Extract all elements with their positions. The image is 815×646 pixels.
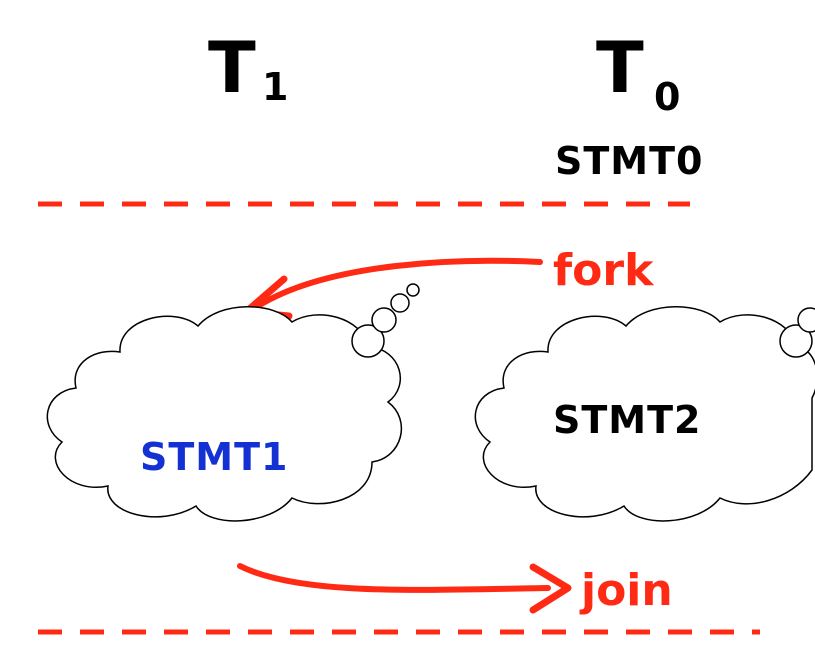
stmt0-label: STMT0 bbox=[555, 139, 703, 183]
thread-t1-subscript: 1 bbox=[262, 65, 288, 109]
thread-t1-letter: T bbox=[208, 27, 256, 109]
thread-t0-letter: T bbox=[596, 27, 644, 109]
thread-t0-subscript: 0 bbox=[654, 75, 680, 119]
stmt1-cloud bbox=[46, 283, 420, 522]
stmt1-label: STMT1 bbox=[140, 435, 288, 479]
join-arrow bbox=[237, 563, 572, 614]
join-label: join bbox=[579, 565, 673, 616]
stmt2-cloud bbox=[474, 306, 815, 522]
thread-t0-header: T 0 bbox=[596, 27, 680, 119]
stmt2-label: STMT2 bbox=[553, 398, 701, 442]
thread-t1-header: T 1 bbox=[208, 27, 288, 109]
fork-label: fork bbox=[553, 245, 655, 296]
